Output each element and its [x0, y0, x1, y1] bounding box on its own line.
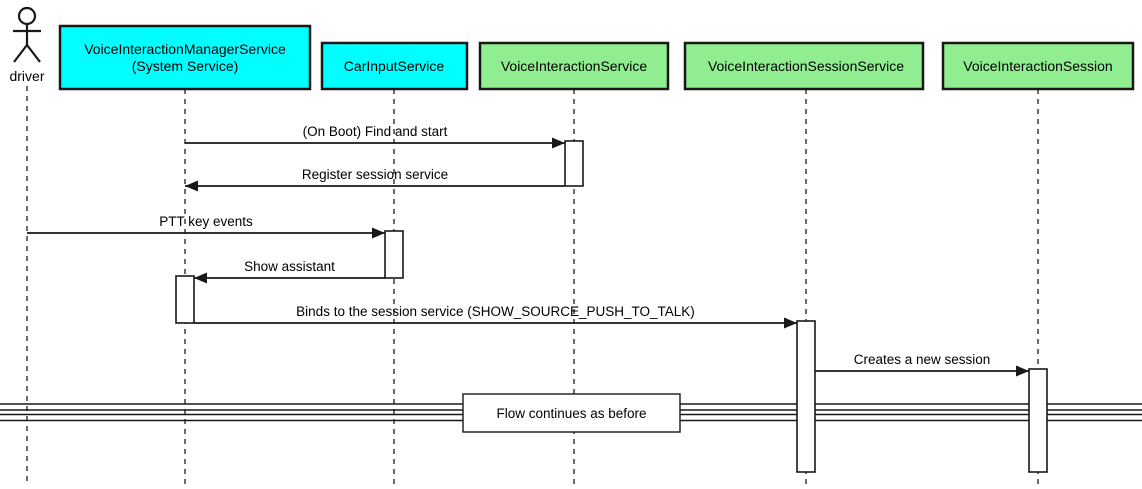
- participant-box-car-input-service: [320, 41, 469, 91]
- participant-label-car-input-service: CarInputService: [344, 58, 445, 74]
- activation-voice-interaction-manager-service: [175, 275, 195, 324]
- participant-label-voice-interaction-manager-service-line1: VoiceInteractionManagerService: [84, 41, 286, 57]
- actor-leg-left-icon: [13, 44, 28, 63]
- participant-voice-interaction-manager-service: VoiceInteractionManagerService(System Se…: [58, 24, 312, 91]
- message-4: Show assistant: [194, 259, 385, 284]
- activation-car-input-service: [384, 230, 404, 279]
- arrowhead-right-icon: [1016, 365, 1029, 377]
- arrowhead-left-icon: [185, 180, 198, 192]
- activation-voice-interaction-session-service: [796, 320, 816, 473]
- actor-head-icon: [17, 6, 37, 26]
- actor-leg-right-icon: [26, 44, 41, 63]
- message-label: Creates a new session: [854, 352, 991, 367]
- participant-box-voice-interaction-service: [478, 41, 670, 91]
- message-6: Creates a new session: [815, 352, 1029, 377]
- message-3: PTT key events: [27, 214, 385, 239]
- divider-label: Flow continues as before: [496, 406, 646, 421]
- participant-voice-interaction-session: VoiceInteractionSession: [941, 41, 1135, 91]
- participant-box-voice-interaction-session: [941, 41, 1135, 91]
- message-label: Register session service: [302, 167, 448, 182]
- participant-car-input-service: CarInputService: [320, 41, 469, 91]
- participant-voice-interaction-session-service: VoiceInteractionSessionService: [683, 41, 925, 91]
- message-2: Register session service: [185, 167, 565, 192]
- participant-box-voice-interaction-session-service: [683, 41, 925, 91]
- participant-box-voice-interaction-manager-service: [58, 24, 312, 91]
- participant-voice-interaction-service: VoiceInteractionService: [478, 41, 670, 91]
- message-label: (On Boot) Find and start: [303, 124, 448, 139]
- message-1: (On Boot) Find and start: [185, 124, 565, 149]
- message-label: Binds to the session service (SHOW_SOURC…: [296, 304, 695, 319]
- participant-label-voice-interaction-manager-service-line2: (System Service): [132, 58, 239, 74]
- participant-label-voice-interaction-session: VoiceInteractionSession: [963, 58, 1112, 74]
- arrowhead-left-icon: [194, 272, 207, 284]
- message-5: Binds to the session service (SHOW_SOURC…: [194, 304, 797, 329]
- arrowhead-right-icon: [784, 317, 797, 329]
- actor-driver: driver: [9, 6, 45, 84]
- divider-box: [462, 393, 681, 433]
- activation-voice-interaction-session: [1028, 368, 1048, 473]
- participant-label-voice-interaction-service: VoiceInteractionService: [501, 58, 648, 74]
- actor-label: driver: [9, 68, 44, 84]
- divider-flow-continues: Flow continues as before: [462, 393, 681, 433]
- message-label: PTT key events: [159, 214, 253, 229]
- participant-label-voice-interaction-session-service: VoiceInteractionSessionService: [708, 58, 904, 74]
- arrowhead-right-icon: [372, 227, 385, 239]
- message-label: Show assistant: [244, 259, 335, 274]
- activation-voice-interaction-service: [564, 140, 584, 187]
- arrowhead-right-icon: [552, 137, 565, 149]
